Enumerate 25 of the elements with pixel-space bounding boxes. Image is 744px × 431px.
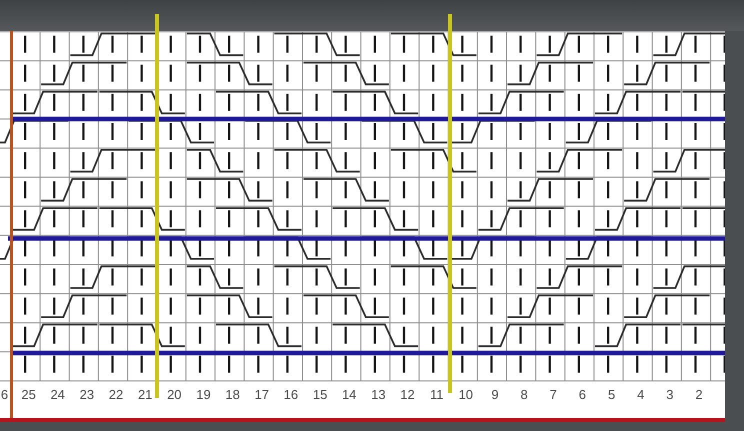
- column-number: 6: [0, 387, 8, 403]
- column-number: 25: [21, 387, 36, 403]
- column-number: 5: [608, 387, 616, 403]
- column-number: 13: [371, 387, 386, 403]
- column-number: 15: [312, 387, 328, 403]
- column-number: 22: [108, 387, 124, 403]
- column-number: 7: [550, 387, 557, 403]
- column-number: 11: [430, 387, 444, 403]
- column-number: 21: [138, 387, 152, 403]
- column-number: 23: [80, 387, 94, 403]
- column-number: 10: [458, 387, 474, 403]
- column-number: 8: [520, 387, 528, 403]
- column-number: 17: [254, 387, 270, 403]
- column-number: 4: [637, 387, 644, 403]
- column-number: 18: [225, 387, 240, 403]
- column-number: 3: [666, 387, 674, 403]
- column-number: 2: [695, 387, 703, 403]
- column-number: 9: [491, 387, 499, 403]
- column-number: 20: [167, 387, 182, 403]
- column-number: 19: [196, 387, 211, 403]
- column-number: 14: [342, 387, 356, 403]
- column-number: 24: [50, 387, 65, 403]
- column-number: 16: [284, 387, 298, 403]
- column-number: 12: [400, 387, 415, 403]
- column-number: 6: [578, 387, 586, 403]
